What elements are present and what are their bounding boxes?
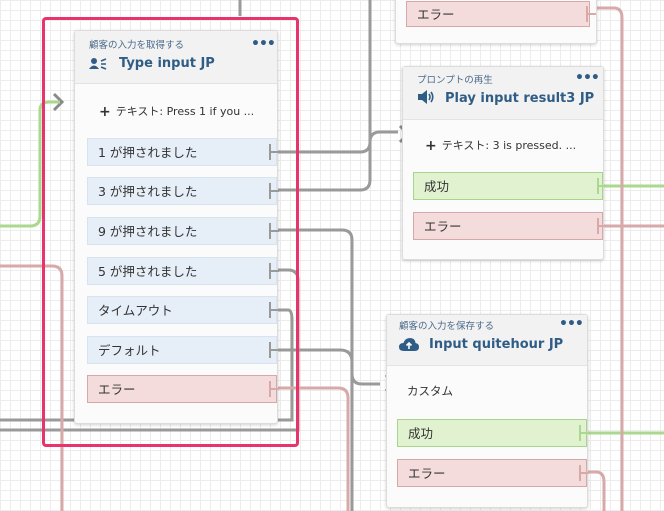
branch-row-1[interactable]: 1 が押されました (87, 138, 277, 166)
plus-icon: + (425, 138, 437, 154)
input-quitehour-header[interactable]: 顧客の入力を保存する ••• Input quitehour JP (387, 315, 587, 366)
play-success-handle[interactable] (597, 178, 607, 194)
branch-label-3: 3 が押されました (98, 184, 198, 199)
play-input-success-row[interactable]: 成功 (413, 172, 603, 200)
input-quitehour-success-label: 成功 (408, 426, 434, 441)
play-input-success-label: 成功 (424, 179, 450, 194)
branch-label-9: 9 が押されました (98, 224, 198, 239)
connector-green-in (0, 100, 60, 228)
play-input-header[interactable]: プロンプトの再生 ••• Play input result3 JP (403, 67, 603, 120)
top-fragment-error-row[interactable]: エラー (406, 1, 590, 27)
branch-row-5[interactable]: 5 が押されました (87, 257, 277, 285)
connector-red-quite (584, 470, 606, 511)
handle-9[interactable] (269, 223, 279, 239)
play-input-error-row[interactable]: エラー (413, 212, 603, 240)
type-input-title: Type input JP (119, 56, 215, 71)
handle-default[interactable] (269, 342, 279, 358)
handle-timeout[interactable] (269, 302, 279, 318)
type-input-block[interactable]: 顧客の入力を取得する ••• Type input JP + テキスト: Pres… (74, 30, 279, 424)
input-quitehour-title: Input quitehour JP (429, 337, 564, 352)
connector-9-down (276, 228, 354, 511)
quite-error-handle[interactable] (579, 465, 589, 481)
type-input-prompt[interactable]: + テキスト: Press 1 if you ... (99, 103, 255, 120)
type-input-menu-icon[interactable]: ••• (251, 36, 276, 52)
type-input-subtitle: 顧客の入力を取得する (89, 40, 185, 51)
input-quitehour-custom-label: カスタム (407, 384, 453, 398)
play-input-subtitle: プロンプトの再生 (417, 75, 493, 86)
branch-row-default[interactable]: デフォルト (87, 336, 277, 364)
branch-row-3[interactable]: 3 が押されました (87, 177, 277, 205)
branch-label-default: デフォルト (98, 343, 161, 358)
handle-5[interactable] (269, 263, 279, 279)
connector-3-up (276, 0, 372, 192)
selection-highlight (42, 17, 299, 447)
branch-row-9[interactable]: 9 が押されました (87, 217, 277, 245)
connector-red-left (0, 264, 64, 511)
plus-icon: + (99, 104, 111, 120)
play-input-error-label: エラー (424, 219, 462, 234)
handle-3[interactable] (269, 183, 279, 199)
cloud-upload-icon (399, 337, 419, 356)
input-quitehour-subtitle: 顧客の入力を保存する (399, 321, 495, 332)
input-quitehour-custom-row[interactable]: カスタム (397, 377, 587, 405)
connector-red-type (276, 386, 350, 511)
handle-error[interactable] (269, 381, 279, 397)
connector-red-top (594, 6, 624, 511)
type-input-prompt-text: テキスト: Press 1 if you ... (115, 105, 255, 118)
play-error-handle[interactable] (597, 218, 607, 234)
play-input-prompt-text: テキスト: 3 is pressed. ... (441, 139, 577, 152)
type-input-header[interactable]: 顧客の入力を取得する ••• Type input JP (75, 31, 277, 84)
input-quitehour-menu-icon[interactable]: ••• (559, 316, 584, 332)
play-input-prompt[interactable]: + テキスト: 3 is pressed. ... (425, 137, 577, 154)
play-input-title: Play input result3 JP (445, 91, 595, 106)
type-input-error-row[interactable]: エラー (87, 375, 277, 403)
play-input-block[interactable]: プロンプトの再生 ••• Play input result3 JP + テキスト… (402, 66, 607, 260)
input-quitehour-success-row[interactable]: 成功 (397, 419, 587, 447)
branch-row-timeout[interactable]: タイムアウト (87, 296, 277, 324)
top-fragment-error-label: エラー (417, 7, 455, 22)
play-input-menu-icon[interactable]: ••• (575, 70, 600, 86)
branch-label-1: 1 が押されました (98, 145, 198, 160)
connector-default-to-custom (276, 348, 380, 386)
branch-label-5: 5 が押されました (98, 264, 198, 279)
quite-success-handle[interactable] (579, 425, 589, 441)
input-quitehour-error-label: エラー (408, 466, 446, 481)
customer-input-icon (89, 56, 107, 75)
branch-label-timeout: タイムアウト (98, 303, 173, 318)
connector-timeout-left (0, 308, 294, 422)
type-input-error-label: エラー (98, 382, 136, 397)
input-quitehour-block[interactable]: 顧客の入力を保存する ••• Input quitehour JP カスタム 成… (386, 314, 589, 508)
handle-1[interactable] (269, 144, 279, 160)
input-quitehour-error-row[interactable]: エラー (397, 459, 587, 487)
top-fragment-block[interactable]: エラー (395, 0, 597, 44)
top-fragment-error-handle[interactable] (586, 6, 596, 22)
speaker-icon (417, 89, 435, 109)
